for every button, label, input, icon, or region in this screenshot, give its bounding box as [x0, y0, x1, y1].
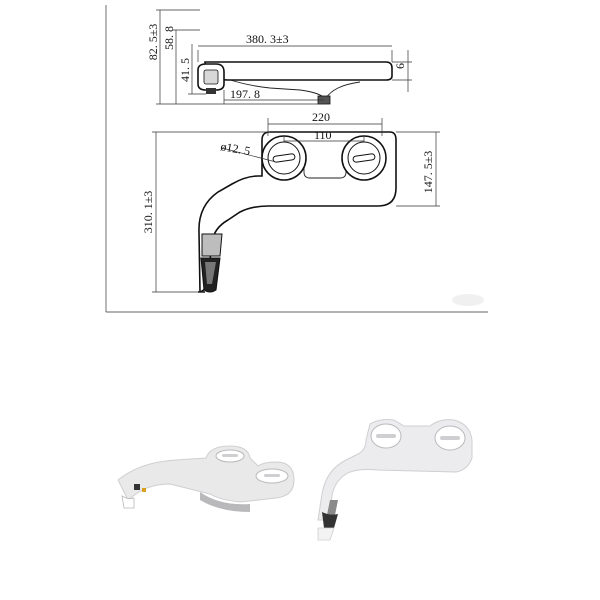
dim-thickness: 6 — [393, 63, 407, 69]
top-view: 220 110 ø12. 5 147. 5±3 310. 1±3 — [141, 110, 440, 293]
side-view-plate — [204, 61, 393, 81]
dim-nozzle-height: 41. 5 — [178, 58, 192, 82]
dim-hole-diameter: ø12. 5 — [219, 139, 251, 158]
top-view-neck — [201, 233, 223, 257]
drawing-frame — [105, 5, 488, 313]
side-view: 380. 3±3 6 197. 8 82. 5±3 58. 8 41. 5 — [146, 9, 412, 105]
dim-offset: 197. 8 — [230, 87, 260, 101]
dim-depth: 310. 1±3 — [141, 191, 155, 234]
dim-hole-spacing-inner: 110 — [314, 128, 332, 142]
smudge-mark — [452, 294, 484, 306]
dim-overall-height: 82. 5±3 — [146, 24, 160, 61]
dim-hole-spacing-outer: 220 — [312, 110, 330, 124]
product-photo-angled — [117, 445, 295, 512]
dim-length: 380. 3±3 — [246, 32, 289, 46]
product-photo-top — [317, 419, 473, 541]
dim-width: 147. 5±3 — [421, 151, 435, 194]
dim-inner-height: 58. 8 — [162, 26, 176, 50]
